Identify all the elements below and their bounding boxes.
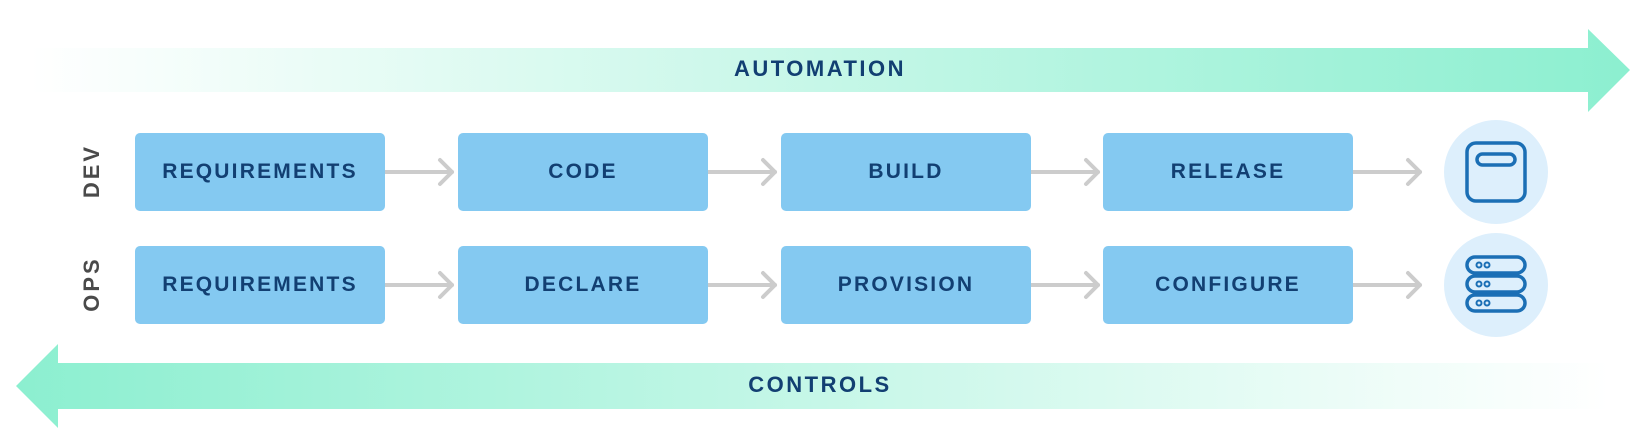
- dev-step-code: CODE: [458, 133, 708, 211]
- dev-step-build: BUILD: [781, 133, 1031, 211]
- arrow-right-icon: [1351, 271, 1422, 299]
- dev-step-release: RELEASE: [1103, 133, 1353, 211]
- ops-step-declare: DECLARE: [458, 246, 708, 324]
- ops-step-provision: PROVISION: [781, 246, 1031, 324]
- arrow-right-icon: [383, 158, 454, 186]
- server-window-icon: [1465, 141, 1527, 203]
- arrow-right-icon: [706, 158, 777, 186]
- dev-step-requirements: REQUIREMENTS: [135, 133, 385, 211]
- arrow-right-icon: [1029, 158, 1100, 186]
- ops-step-requirements: REQUIREMENTS: [135, 246, 385, 324]
- arrow-right-icon: [1029, 271, 1100, 299]
- ops-step-configure: CONFIGURE: [1103, 246, 1353, 324]
- automation-label: AUTOMATION: [733, 56, 907, 81]
- dev-endpoint: [1444, 120, 1548, 224]
- arrow-right-icon: [706, 271, 777, 299]
- arrow-right-icon: [383, 271, 454, 299]
- controls-label: CONTROLS: [748, 372, 892, 397]
- arrow-right-icon: [1351, 158, 1422, 186]
- server-stack-icon: [1465, 255, 1527, 313]
- ops-endpoint: [1444, 233, 1548, 337]
